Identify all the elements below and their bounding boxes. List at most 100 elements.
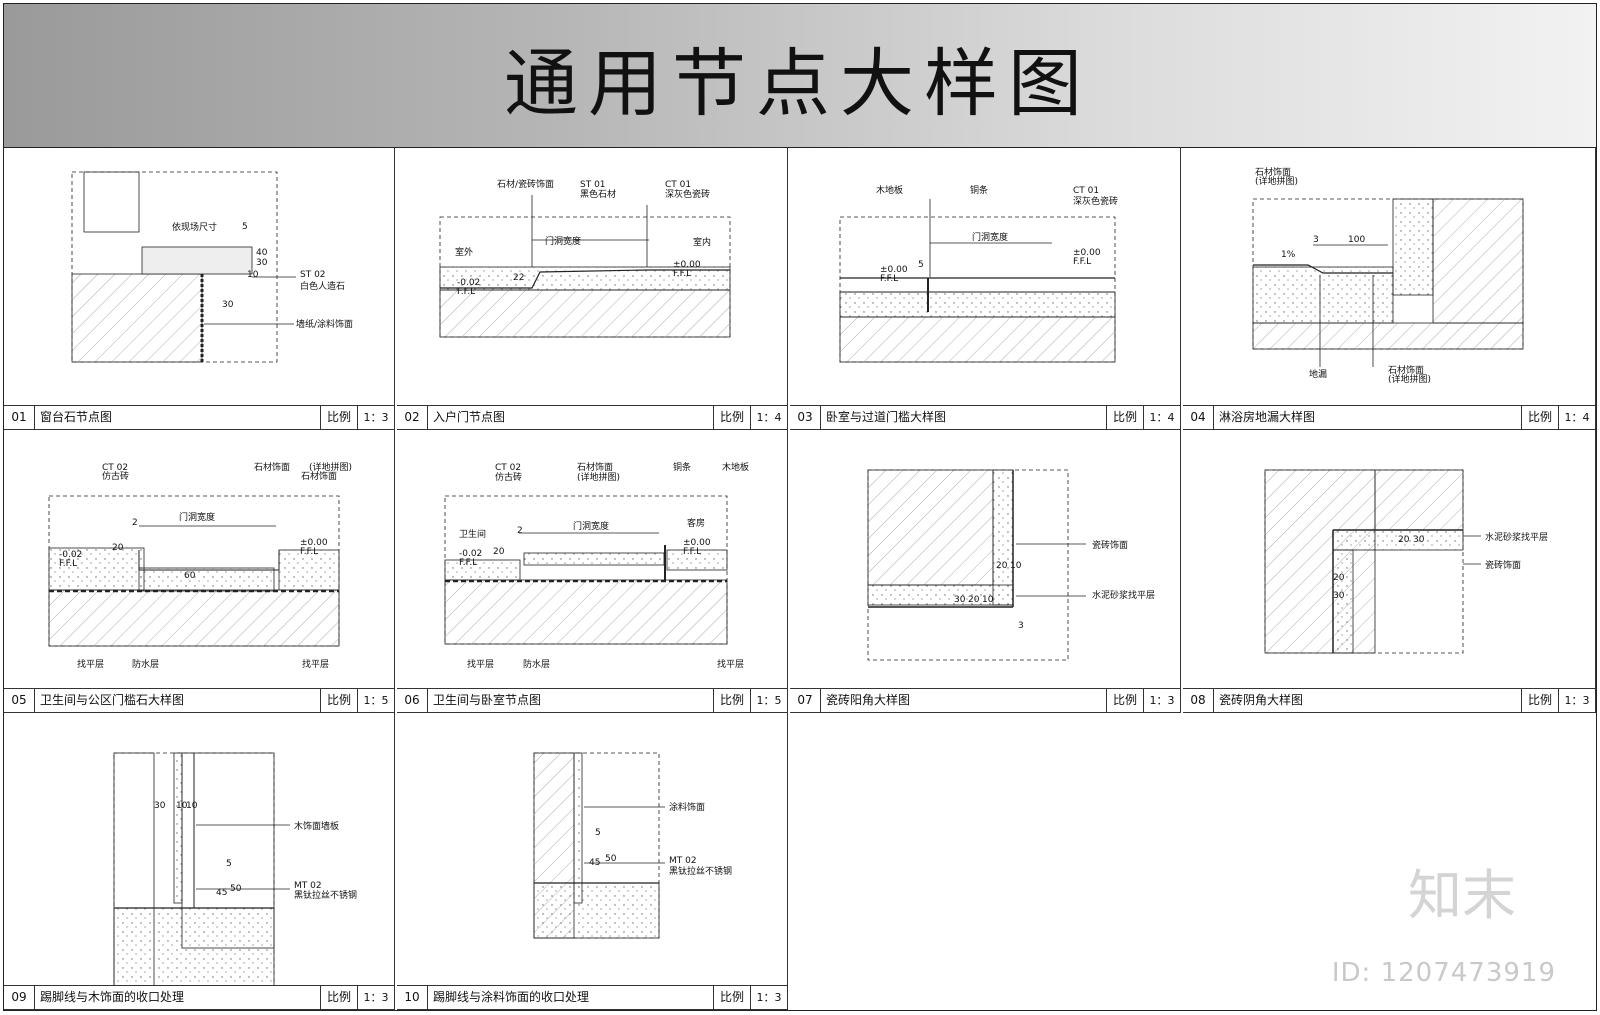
skirting-area — [113, 752, 155, 986]
annotation-label: 瓷砖饰面 — [1092, 539, 1128, 551]
title-block: 06 卫生间与卧室节点图 比例 1：5 — [397, 688, 787, 712]
wall-section — [867, 469, 994, 586]
detail-name: 瓷砖阴角大样图 — [1219, 693, 1304, 707]
scale-label: 比例 — [1521, 406, 1559, 429]
annotation-label: -0.02 — [457, 278, 480, 288]
annotation-label: 1% — [1281, 250, 1296, 260]
annotation-label: 石材饰面 — [1255, 166, 1291, 178]
annotation-label: 20 — [493, 547, 505, 557]
annotation-label: F.F.L — [300, 547, 318, 557]
annotation-label: 石材饰面 — [577, 461, 613, 473]
annotation-label: 20 — [968, 595, 980, 605]
scale-label: 比例 — [320, 986, 358, 1009]
annotation-label: 石材/瓷砖饰面 — [497, 178, 554, 190]
annotation-label: 客房 — [687, 517, 705, 529]
annotation-label: F.F.L — [59, 559, 77, 569]
screed-left — [444, 559, 521, 581]
scale-value: 1：3 — [363, 411, 389, 424]
annotation-label: 铜条 — [673, 461, 691, 473]
detail-name: 卫生间与公区门槛石大样图 — [40, 693, 185, 707]
wall-top — [1374, 469, 1464, 531]
annotation-label: F.F.L — [683, 547, 701, 557]
scale-value: 1：3 — [756, 991, 782, 1004]
annotation-label: 依现场尺寸 — [172, 221, 217, 233]
annotation-label: F.F.L — [459, 558, 477, 568]
detail-drawing-06: CT 02仿古砖石材饰面(详地拼图)铜条木地板卫生间门洞宽度客房-0.02F.F… — [444, 461, 749, 670]
detail-name: 瓷砖阳角大样图 — [826, 693, 911, 707]
screed-mid — [138, 567, 275, 592]
detail-name: 入户门节点图 — [433, 410, 506, 424]
scale-label: 比例 — [320, 406, 358, 429]
annotation-label: 门洞宽度 — [179, 511, 215, 523]
annotation-label: 铜条 — [970, 184, 988, 196]
sheet-title: 通用节点大样图 — [504, 41, 1092, 127]
annotation-label: 石材饰面 — [301, 470, 337, 482]
annotation-label: 3 — [1018, 621, 1024, 631]
scale-value: 1：5 — [756, 694, 782, 707]
scale-label: 比例 — [713, 689, 751, 712]
screed — [1252, 266, 1394, 324]
title-banner: 通用节点大样图 — [4, 4, 1596, 148]
floor-screed — [113, 907, 275, 986]
annotation-label: MT 02 — [294, 881, 322, 891]
annotation-label: 20 — [1333, 573, 1345, 583]
stone-sill — [141, 246, 253, 275]
detail-number: 04 — [1183, 406, 1214, 429]
annotation-label: 木地板 — [876, 184, 903, 196]
annotation-label: 10 — [1010, 561, 1022, 571]
annotation-label: 水泥砂浆找平层 — [1485, 531, 1548, 543]
detail-number: 01 — [4, 406, 35, 429]
annotation-label: 20 — [996, 561, 1008, 571]
annotation-label: 22 — [513, 273, 524, 283]
annotation-label: ±0.00 — [1073, 248, 1101, 258]
wall-vertical — [1264, 469, 1376, 654]
detail-number: 07 — [790, 689, 821, 712]
annotation-label: 30 — [154, 801, 166, 811]
screed-right — [666, 549, 728, 571]
scale-value: 1：4 — [756, 411, 782, 424]
annotation-label: ±0.00 — [683, 538, 711, 548]
annotation-label: 5 — [595, 828, 601, 838]
slab — [1252, 322, 1524, 350]
annotation-label: 室内 — [693, 236, 711, 248]
annotation-label: 100 — [1348, 235, 1365, 245]
annotation-label: 找平层 — [467, 658, 494, 670]
annotation-label: 仿古砖 — [495, 471, 522, 483]
annotation-label: 墙纸/涂料饰面 — [296, 318, 353, 330]
annotation-label: -0.02 — [459, 549, 482, 559]
annotation-label: 5 — [242, 222, 248, 232]
annotation-label: CT 02 — [102, 463, 128, 473]
detail-name: 卫生间与卧室节点图 — [433, 693, 542, 707]
floor-screed — [533, 882, 660, 939]
scale-value: 1：3 — [1564, 694, 1590, 707]
annotation-label: 5 — [918, 260, 924, 270]
annotation-label: ST 02 — [300, 270, 326, 280]
scale-label: 比例 — [1521, 689, 1559, 712]
annotation-label: MT 02 — [669, 856, 697, 866]
annotation-label: 30 — [1333, 591, 1345, 601]
annotation-label: 30 — [1413, 535, 1425, 545]
annotation-label: 地漏 — [1309, 368, 1327, 380]
detail-name: 淋浴房地漏大样图 — [1219, 410, 1316, 424]
annotation-label: CT 02 — [495, 463, 521, 473]
annotation-label: 卫生间 — [459, 528, 486, 540]
detail-name: 窗台石节点图 — [40, 410, 113, 424]
annotation-label: 深灰色瓷砖 — [1073, 195, 1118, 207]
detail-number: 06 — [397, 689, 428, 712]
annotation-label: 找平层 — [77, 658, 104, 670]
annotation-label: 50 — [605, 854, 617, 864]
